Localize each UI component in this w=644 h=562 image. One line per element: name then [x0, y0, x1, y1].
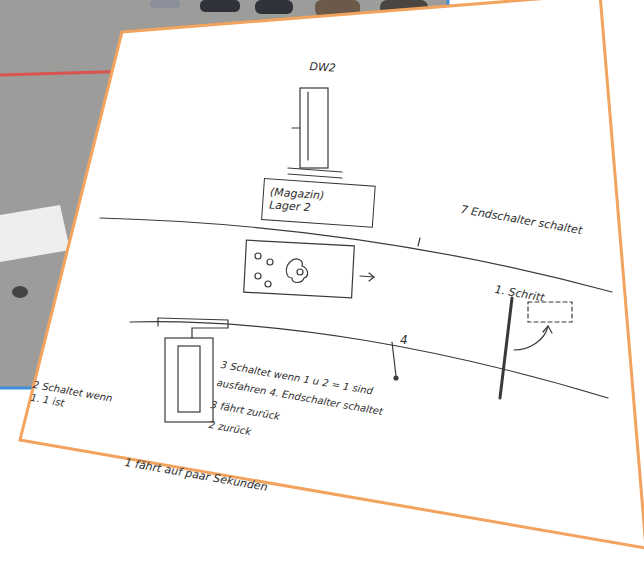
handwritten-note: 4 [400, 334, 408, 347]
sketch-paper [20, 0, 644, 548]
paper-sheet [0, 205, 70, 262]
chair-wheel [12, 286, 28, 298]
node-text: (Magazin) Lager 2 [269, 185, 341, 216]
sketch [100, 88, 612, 422]
handwritten-note: DW2 [309, 60, 336, 75]
storage-box: (Magazin) Lager 2 [261, 178, 376, 228]
